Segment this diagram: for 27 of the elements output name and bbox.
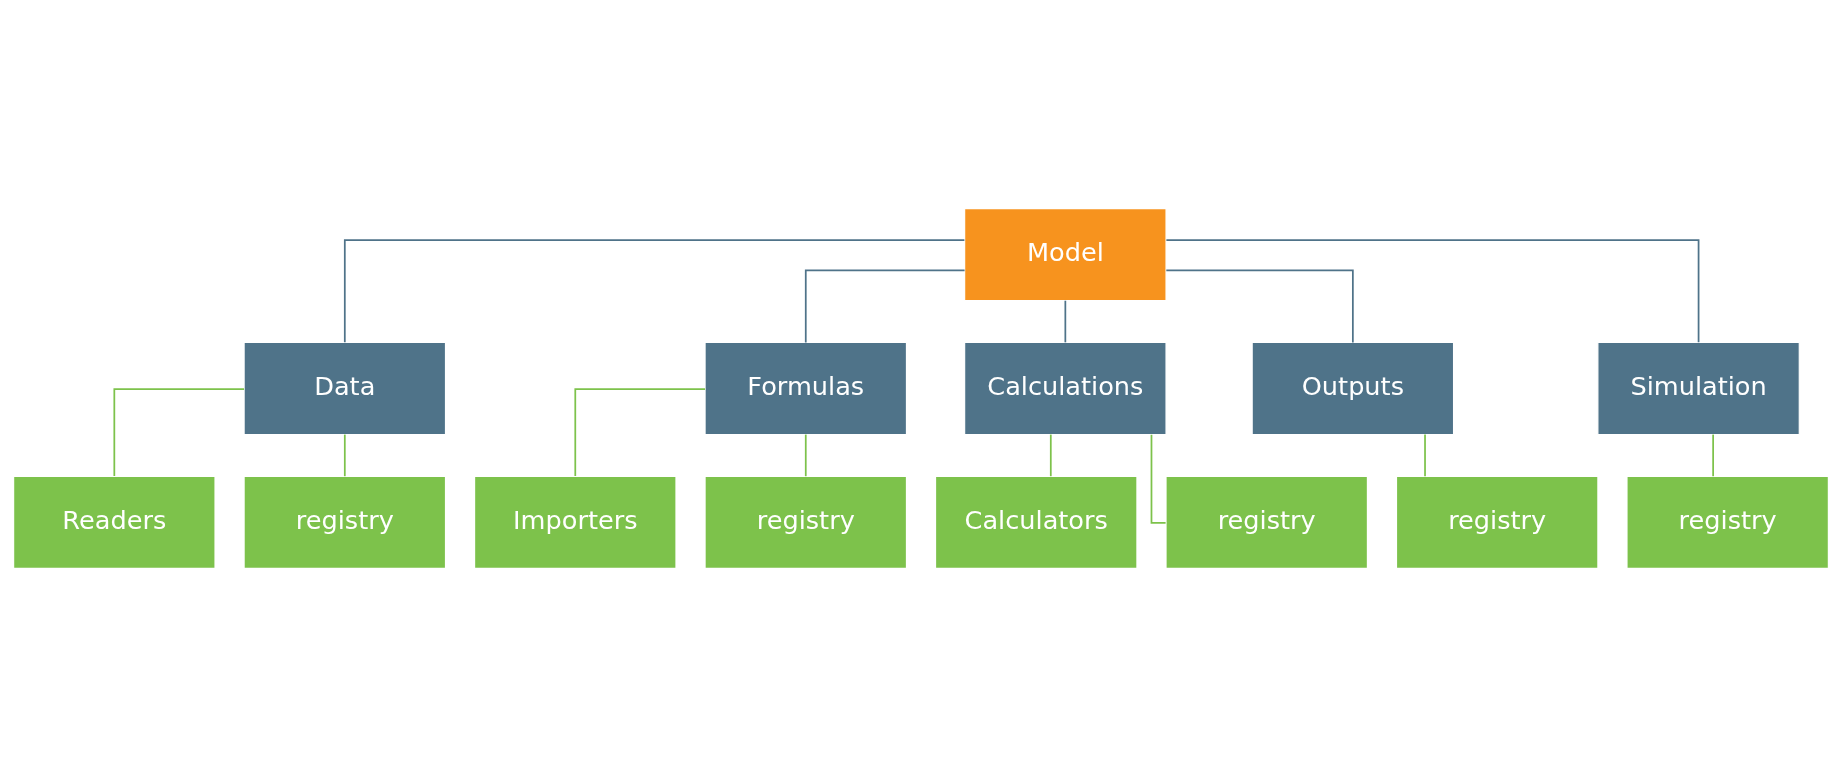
- connector: [1165, 269, 1354, 344]
- node-box: registry: [1395, 475, 1599, 569]
- connector: [804, 433, 807, 478]
- node-box: registry: [1626, 475, 1829, 569]
- node-box: registry: [1165, 475, 1368, 569]
- connector: [804, 269, 966, 344]
- connector: [113, 388, 245, 477]
- connector: [1064, 299, 1067, 344]
- node-box: Calculations: [964, 341, 1167, 436]
- node-box: Importers: [474, 475, 677, 569]
- node-box: Formulas: [704, 341, 908, 436]
- connector: [1424, 433, 1426, 478]
- connector: [1712, 433, 1714, 478]
- node-box: Model: [964, 208, 1167, 302]
- node-box: Outputs: [1251, 341, 1455, 436]
- node-box: registry: [704, 475, 908, 569]
- node-box: Data: [243, 341, 447, 436]
- node-box: Readers: [13, 475, 216, 569]
- connector: [1165, 239, 1700, 344]
- node-box: Calculators: [934, 475, 1138, 569]
- node-box: Simulation: [1597, 341, 1800, 436]
- connector: [574, 388, 706, 477]
- connector: [343, 239, 966, 344]
- node-box: registry: [243, 475, 447, 569]
- connector: [343, 433, 346, 478]
- connector: [1150, 433, 1167, 524]
- connector: [1049, 433, 1052, 478]
